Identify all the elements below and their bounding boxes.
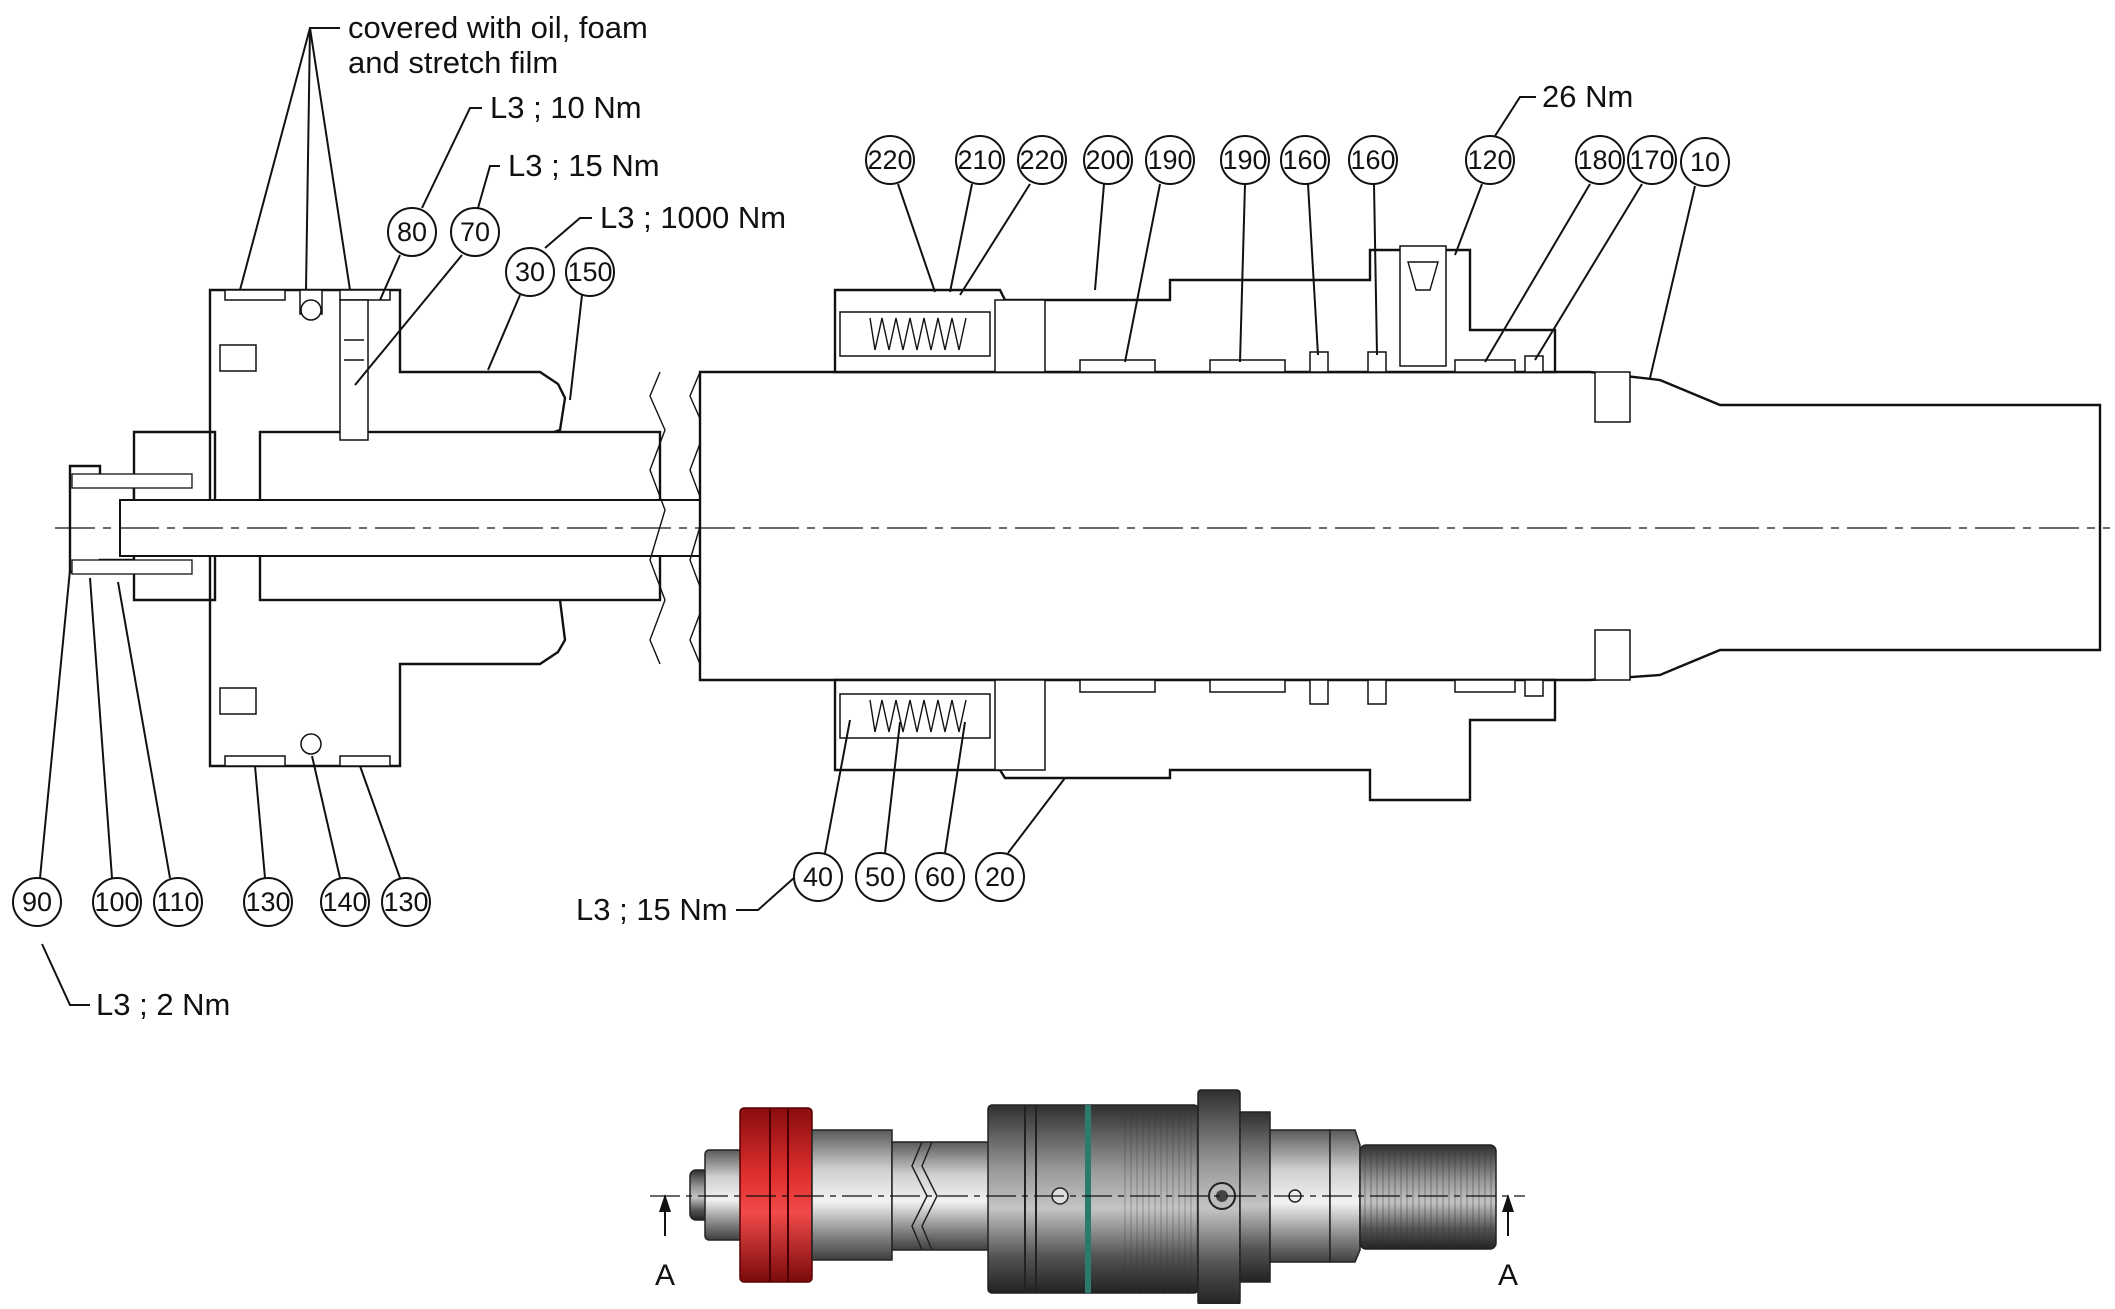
- callout-180-label: 180: [1577, 145, 1622, 175]
- callout-210-label: 210: [957, 145, 1002, 175]
- callouts-bottom-left: 90 100 110 130 140 130: [12, 569, 431, 927]
- callout-170-label: 170: [1629, 145, 1674, 175]
- callout-200-label: 200: [1085, 145, 1130, 175]
- callout-100: 100: [89, 577, 142, 927]
- note-torque-70: L3 ; 15 Nm: [508, 148, 660, 183]
- callout-220-b-label: 220: [1019, 145, 1064, 175]
- callout-160-b-label: 160: [1350, 145, 1395, 175]
- note-torque-90: L3 ; 2 Nm: [96, 987, 230, 1022]
- callout-20: 20: [975, 777, 1066, 902]
- callout-110-label: 110: [156, 887, 199, 917]
- callout-210: 210: [949, 135, 1005, 293]
- note-covered-line1: covered with oil, foam: [348, 10, 648, 45]
- callout-120: 120: [1454, 135, 1515, 256]
- callout-70-label: 70: [460, 217, 490, 247]
- callout-50-label: 50: [865, 862, 895, 892]
- section-mark-right-label: A: [1498, 1259, 1518, 1292]
- callout-220-a-label: 220: [867, 145, 912, 175]
- callout-150-label: 150: [567, 257, 612, 287]
- main-shaft-section: [698, 245, 2102, 802]
- callout-220-a: 220: [865, 135, 936, 293]
- callout-10-label: 10: [1690, 147, 1720, 177]
- note-torque-120: 26 Nm: [1542, 79, 1633, 114]
- callout-190-b: 190: [1220, 135, 1270, 363]
- callout-130-a: 130: [243, 765, 293, 927]
- callout-190-a-label: 190: [1147, 145, 1192, 175]
- callouts-bottom-right: 40 50 60 20: [793, 719, 1066, 902]
- callouts-top: 80 70 30 150 220 210: [354, 135, 1730, 401]
- callout-130-b-label: 130: [383, 887, 428, 917]
- render-view: [650, 1089, 1525, 1306]
- callout-30-label: 30: [515, 257, 545, 287]
- notes: covered with oil, foam and stretch film …: [41, 10, 1633, 1022]
- render-green-ring: [1085, 1105, 1091, 1293]
- note-torque-40: L3 ; 15 Nm: [576, 892, 728, 927]
- callout-110: 110: [117, 581, 203, 927]
- callout-180: 180: [1484, 135, 1625, 363]
- callout-150: 150: [565, 247, 615, 401]
- callout-120-label: 120: [1467, 145, 1512, 175]
- break-line-left: [649, 371, 666, 665]
- callout-40: 40: [793, 719, 851, 902]
- callout-30: 30: [487, 247, 555, 371]
- callout-90: 90: [12, 569, 71, 927]
- section-mark-right: A: [1498, 1194, 1518, 1292]
- section-mark-left-label: A: [655, 1259, 675, 1292]
- callout-200: 200: [1083, 135, 1133, 291]
- callout-160-a-label: 160: [1282, 145, 1327, 175]
- callout-20-label: 20: [985, 862, 1015, 892]
- callout-170: 170: [1534, 135, 1677, 361]
- callout-90-label: 90: [22, 887, 52, 917]
- callout-160-b: 160: [1348, 135, 1398, 356]
- callout-80-label: 80: [397, 217, 427, 247]
- callout-190-a: 190: [1124, 135, 1195, 363]
- callout-130-a-label: 130: [245, 887, 290, 917]
- section-mark-left: A: [655, 1194, 675, 1292]
- callout-60-label: 60: [925, 862, 955, 892]
- callout-50: 50: [855, 721, 905, 902]
- note-torque-30: L3 ; 1000 Nm: [600, 200, 786, 235]
- callout-100-label: 100: [94, 887, 139, 917]
- note-torque-80: L3 ; 10 Nm: [490, 90, 642, 125]
- callout-140-label: 140: [322, 887, 367, 917]
- callout-130-b: 130: [359, 765, 431, 927]
- callout-220-b: 220: [959, 135, 1067, 296]
- callout-80: 80: [379, 207, 437, 301]
- note-covered-line2: and stretch film: [348, 45, 558, 80]
- render-red-flange: [739, 1107, 813, 1283]
- callout-140: 140: [311, 755, 370, 927]
- callout-160-a: 160: [1280, 135, 1330, 356]
- callout-190-b-label: 190: [1222, 145, 1267, 175]
- callout-60: 60: [915, 721, 966, 902]
- callout-40-label: 40: [803, 862, 833, 892]
- callout-70: 70: [354, 207, 500, 386]
- callout-10: 10: [1649, 137, 1730, 379]
